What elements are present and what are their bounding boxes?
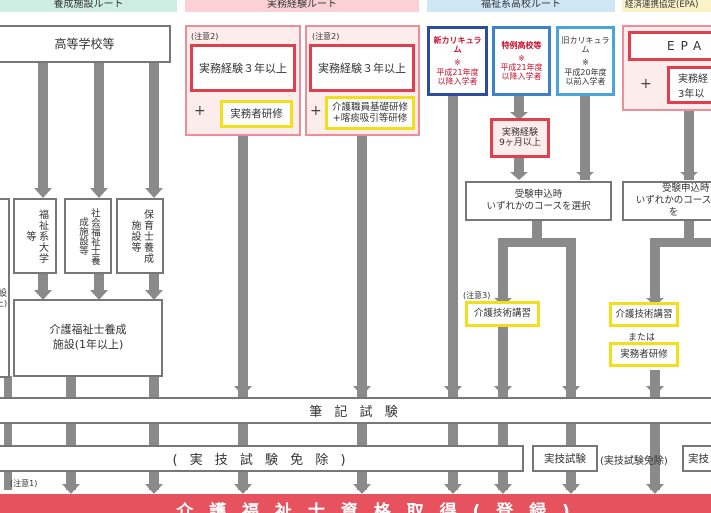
- jitsugi-cut-box: 実技: [682, 445, 711, 472]
- shakai-fukushi-label: 社会福祉士養成施設等: [77, 207, 100, 265]
- old-curriculum-box: 旧カリキュラム ※ 平成20年度 以前入学者: [556, 26, 615, 96]
- epa-exp-line2: 3年以: [678, 89, 705, 100]
- special-hs-line1: 平成21年度: [500, 63, 543, 72]
- epa-jitsumu-kenshu-box: 実務者研修: [609, 342, 679, 367]
- special-hs-title: 特例高校等: [501, 40, 542, 50]
- jitsugi-cut-label: 実技: [688, 453, 709, 465]
- left-edge-char: 設: [0, 289, 8, 299]
- left-edge-paren: 上): [0, 299, 8, 308]
- route-label-jitsumu: 実務経験ルート: [267, 0, 337, 10]
- final-label: 介 護 福 祉 士 資 格 取 得 ( 登 録 ): [176, 502, 575, 513]
- old-curriculum-line1: 平成20年度: [564, 67, 607, 77]
- epa-exp-line1: 実務経: [678, 74, 708, 85]
- kaigo-yosei-label: 介護福祉士養成施設(1年以上): [49, 323, 127, 351]
- note1: (注意1): [10, 479, 38, 488]
- jitsumu-exp-label-a: 実務経験３年以上: [199, 62, 287, 75]
- hikki-shiken-label: 筆 記 試 験: [309, 405, 402, 420]
- old-curriculum-title: 旧カリキュラム: [561, 36, 610, 55]
- kaigo-gijutsu-koshu-box: 介護技術講習: [465, 301, 540, 327]
- fukushi-daigaku-label: 福祉系大学等: [24, 208, 48, 264]
- epa-jitsumu-kenshu-label: 実務者研修: [620, 348, 668, 360]
- koto-gakko-box: 高等学校等: [0, 25, 171, 63]
- kaigo-gijutsu-koshu-label: 介護技術講習: [473, 308, 531, 320]
- new-curriculum-mark: ※: [454, 58, 461, 68]
- epa-title-box: EPA: [628, 31, 711, 61]
- jitsumu-exp-box-b: 実務経験３年以上: [309, 44, 415, 92]
- exp-9months-line1: 実務経験: [501, 127, 538, 138]
- epa-kaigo-koshu-box: 介護技術講習: [609, 302, 679, 327]
- jitsugi-menjo-small: (実技試験免除): [600, 456, 668, 467]
- route-header-fukushi: 福祉系高校ルート: [427, 0, 615, 12]
- special-hs-mark: ※: [518, 53, 525, 63]
- jitsugi-menjo-label: ( 実 技 試 験 免 除 ): [172, 453, 350, 468]
- shakai-fukushi-box: 社会福祉士養成施設等: [64, 198, 112, 274]
- jitsugi-menjo-band: ( 実 技 試 験 免 除 ): [0, 445, 524, 472]
- route-header-yosei: 養成施設ルート: [0, 0, 177, 12]
- epa-mataha: または: [628, 333, 656, 343]
- epa-apply-line2: いずれかのコースを: [635, 195, 711, 218]
- note2-a: (注意2): [191, 32, 219, 41]
- epa-plus-sign: +: [640, 76, 652, 92]
- old-curriculum-mark: ※: [582, 58, 589, 68]
- apply-select-line2: いずれかのコースを選択: [486, 201, 591, 212]
- jitsumu-exp-box-a: 実務経験３年以上: [190, 44, 296, 92]
- hoiku-box: 保育士養成施設等: [116, 198, 164, 274]
- exp-9months-box: 実務経験 9ヶ月以上: [490, 118, 550, 158]
- kaigo-yosei-box: 介護福祉士養成施設(1年以上): [13, 299, 163, 377]
- jitsumu-exp-label-b: 実務経験３年以上: [318, 62, 406, 75]
- kaigo-kiso-line1: 介護職員基礎研修: [331, 101, 408, 113]
- jitsumu-kenshu-box: 実務者研修: [220, 100, 293, 128]
- plus-sign-a: +: [194, 103, 206, 119]
- note2-b: (注意2): [312, 32, 340, 41]
- kaigo-kiso-line2: +喀痰吸引等研修: [332, 113, 408, 124]
- plus-sign-b: +: [310, 103, 322, 119]
- koto-gakko-label: 高等学校等: [54, 36, 115, 51]
- hoiku-label: 保育士養成施設等: [129, 208, 153, 264]
- old-curriculum-line2: 以前入学者: [565, 76, 606, 86]
- new-curriculum-line2: 以降入学者: [437, 76, 478, 86]
- epa-apply-line1: 受験申込時: [662, 183, 710, 195]
- final-band: 介 護 福 祉 士 資 格 取 得 ( 登 録 ): [0, 494, 711, 513]
- apply-select-line1: 受験申込時: [514, 189, 563, 201]
- hikki-shiken-band: 筆 記 試 験: [0, 397, 711, 424]
- route-header-epa: 経済連携協定(EPA): [622, 0, 711, 12]
- apply-select-box-fukushi: 受験申込時 いずれかのコースを選択: [465, 181, 612, 221]
- special-hs-line2: 以降入学者: [501, 72, 542, 82]
- apply-select-box-epa: 受験申込時 いずれかのコースを: [622, 181, 711, 221]
- note3: (注意3): [463, 291, 491, 300]
- jitsugi-shiken-box: 実技試験: [532, 445, 598, 472]
- epa-title: EPA: [667, 39, 708, 53]
- epa-exp-box: 実務経 3年以: [667, 66, 711, 104]
- jitsugi-shiken-label: 実技試験: [544, 453, 586, 465]
- new-curriculum-line1: 平成21年度: [436, 67, 479, 77]
- fukushi-daigaku-box: 福祉系大学等: [13, 198, 57, 274]
- new-curriculum-box: 新カリキュラム ※ 平成21年度 以降入学者: [427, 26, 488, 96]
- route-label-epa: 経済連携協定(EPA): [625, 0, 699, 10]
- route-label-yosei: 養成施設ルート: [53, 0, 124, 10]
- kaigo-kiso-kenshu-box: 介護職員基礎研修 +喀痰吸引等研修: [325, 96, 415, 130]
- route-label-fukushi: 福祉系高校ルート: [481, 0, 561, 10]
- epa-kaigo-koshu-label: 介護技術講習: [615, 308, 673, 320]
- jitsumu-kenshu-label: 実務者研修: [230, 107, 283, 120]
- route-header-jitsumu: 実務経験ルート: [185, 0, 419, 12]
- new-curriculum-title: 新カリキュラム: [433, 36, 482, 55]
- exp-9months-line2: 9ヶ月以上: [499, 138, 541, 148]
- left-edge-box-upper: [0, 198, 10, 378]
- special-hs-box: 特例高校等 ※ 平成21年度 以降入学者: [492, 26, 551, 96]
